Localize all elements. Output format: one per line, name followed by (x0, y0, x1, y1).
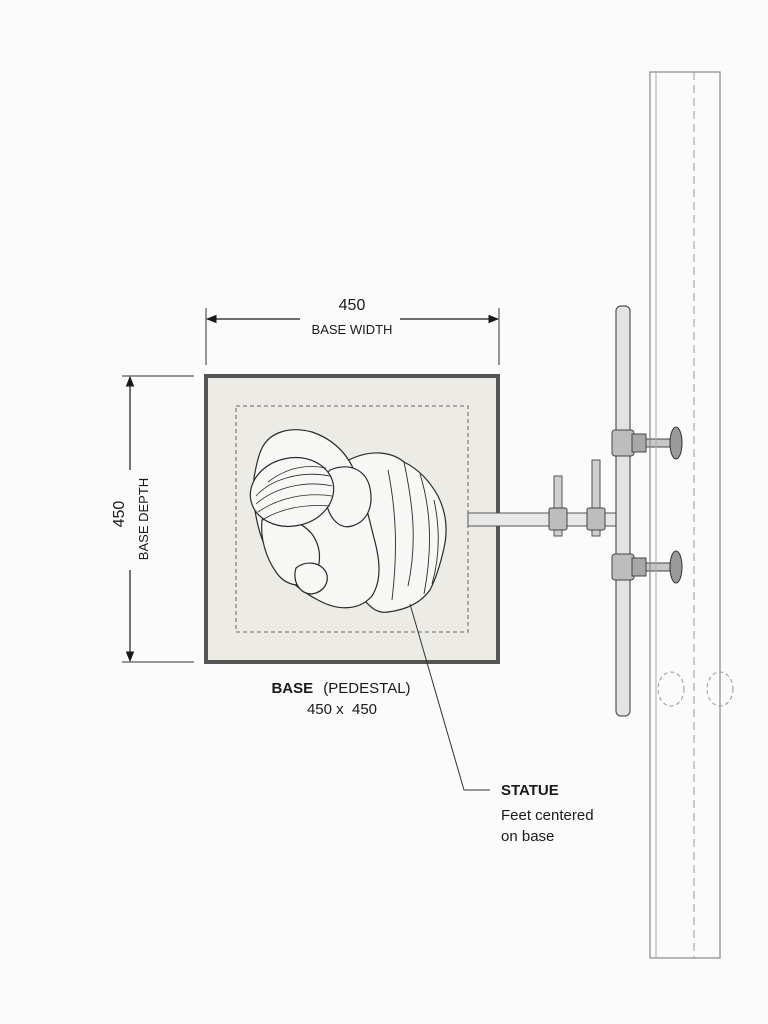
base-label: BASE (PEDESTAL) (271, 680, 410, 697)
base-size: 450 x 450 (307, 701, 377, 718)
base-label-rest: (PEDESTAL) (323, 680, 410, 697)
rod-post-2 (591, 459, 601, 537)
rod-post-1 (553, 475, 563, 537)
upper-clamp-nut (631, 433, 647, 453)
depth-value: 450 (111, 501, 128, 528)
statue-note-line-2: on base (501, 828, 554, 845)
lower-clamp-knob (669, 550, 683, 584)
beam-hole-2 (706, 671, 734, 707)
statue-top-view (249, 429, 447, 613)
width-dimension: 450 BASE WIDTH (205, 297, 500, 365)
beam-outline (649, 71, 721, 959)
lower-clamp-block (611, 553, 635, 581)
width-label: BASE WIDTH (312, 322, 393, 337)
base-labels: BASE (PEDESTAL) 450 x 450 (271, 680, 410, 718)
mounting-hardware (467, 305, 683, 717)
statue-title: STATUE (501, 782, 559, 799)
upper-clamp (611, 426, 683, 460)
statue-leader-line (409, 603, 490, 791)
depth-label: BASE DEPTH (136, 478, 151, 560)
rod-collar-1 (548, 507, 568, 531)
statue-skirt-folds (387, 461, 439, 601)
rod-collar-2 (586, 507, 606, 531)
width-value: 450 (339, 297, 366, 314)
lower-clamp (611, 550, 683, 584)
statue-leader (409, 603, 490, 791)
statue-hair-lines (255, 466, 333, 521)
wall-beam (649, 71, 734, 959)
statue-hands (294, 562, 328, 595)
upper-clamp-knob (669, 426, 683, 460)
statue-head (249, 457, 335, 527)
upper-clamp-block (611, 429, 635, 457)
vertical-clamp-bar (615, 305, 631, 717)
statue-labels: STATUE Feet centered on base (501, 782, 594, 845)
depth-dimension: 450 BASE DEPTH (111, 375, 194, 663)
beam-hole-1 (657, 671, 685, 707)
lower-clamp-nut (631, 557, 647, 577)
statue-note-line-1: Feet centered (501, 807, 594, 824)
base-label-bold: BASE (271, 680, 313, 697)
